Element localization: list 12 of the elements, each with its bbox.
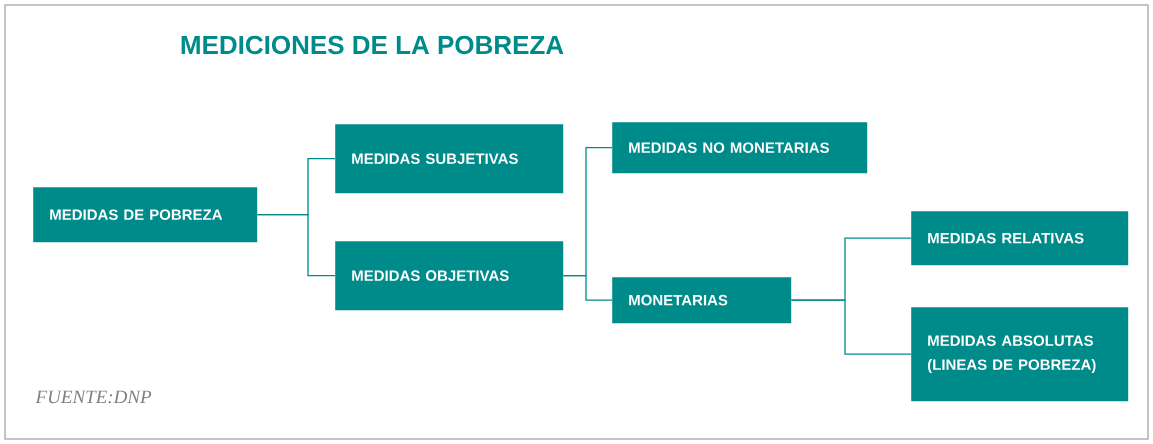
process-box: MEDIDAS DE POBREZA [33,187,258,243]
process-box: MEDIDAS NO MONETARIAS [612,122,868,174]
process-box: MEDIDAS ABSOLUTAS (LINEAS DE POBREZA) [911,307,1129,402]
process-box: MEDIDAS OBJETIVAS [335,241,564,311]
source-note: FUENTE:DNP [35,390,152,404]
connector-line [562,275,613,301]
process-box: MEDIDAS RELATIVAS [911,211,1129,266]
process-box: MONETARIAS [612,277,792,324]
process-box: MEDIDAS SUBJETIVAS [335,124,564,194]
connector-line [790,299,912,355]
connector-line [256,214,336,277]
title: MEDICIONES DE LA POBREZA [181,35,564,55]
